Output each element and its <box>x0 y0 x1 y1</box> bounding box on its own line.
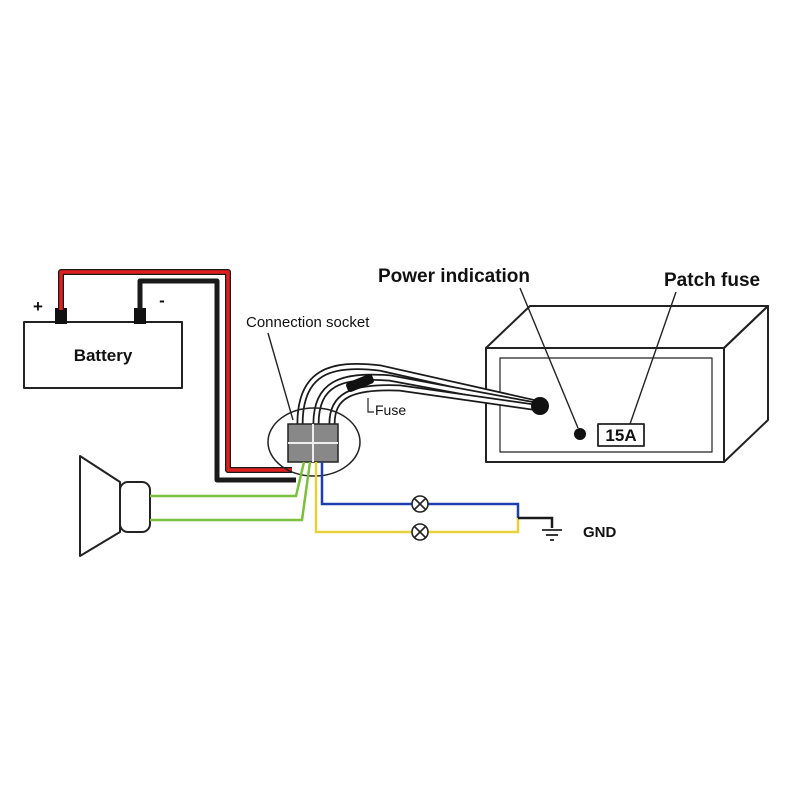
gnd-wire <box>518 516 554 528</box>
lamp-wires <box>314 462 554 534</box>
connection-socket-label: Connection socket <box>246 314 370 331</box>
power-indication-leader <box>519 287 579 429</box>
patch-fuse-leader <box>629 291 677 425</box>
power-indication-label: Power indication <box>378 266 530 287</box>
cable-entry-point <box>531 397 549 415</box>
battery-negative-terminal <box>134 308 146 324</box>
cable-bundle <box>296 362 544 428</box>
patch-fuse-label: Patch fuse <box>664 270 760 291</box>
power-indicator-led <box>574 428 586 440</box>
speaker <box>79 455 151 557</box>
patch-fuse-box: 15A <box>597 423 645 447</box>
lamp-top <box>411 495 429 513</box>
gnd-label: GND <box>583 524 617 541</box>
battery-positive-terminal <box>55 308 67 324</box>
battery-label: Battery <box>74 346 133 365</box>
speaker-wires <box>150 461 312 522</box>
positive-wire <box>58 269 292 473</box>
fuse-leader <box>367 398 374 413</box>
battery: Battery + - <box>23 291 183 389</box>
fuse-label: Fuse <box>375 402 406 418</box>
ground-symbol-icon <box>542 529 562 541</box>
battery-plus-label: + <box>33 297 43 316</box>
lamp-bottom <box>411 523 429 541</box>
battery-minus-label: - <box>159 291 165 310</box>
fuse-rating-label: 15A <box>605 426 636 445</box>
negative-wire <box>137 278 296 483</box>
connection-socket <box>267 407 361 477</box>
control-box <box>485 305 769 463</box>
connection-socket-leader <box>267 332 294 421</box>
battery-wires <box>58 269 296 483</box>
inline-fuse <box>346 374 374 392</box>
